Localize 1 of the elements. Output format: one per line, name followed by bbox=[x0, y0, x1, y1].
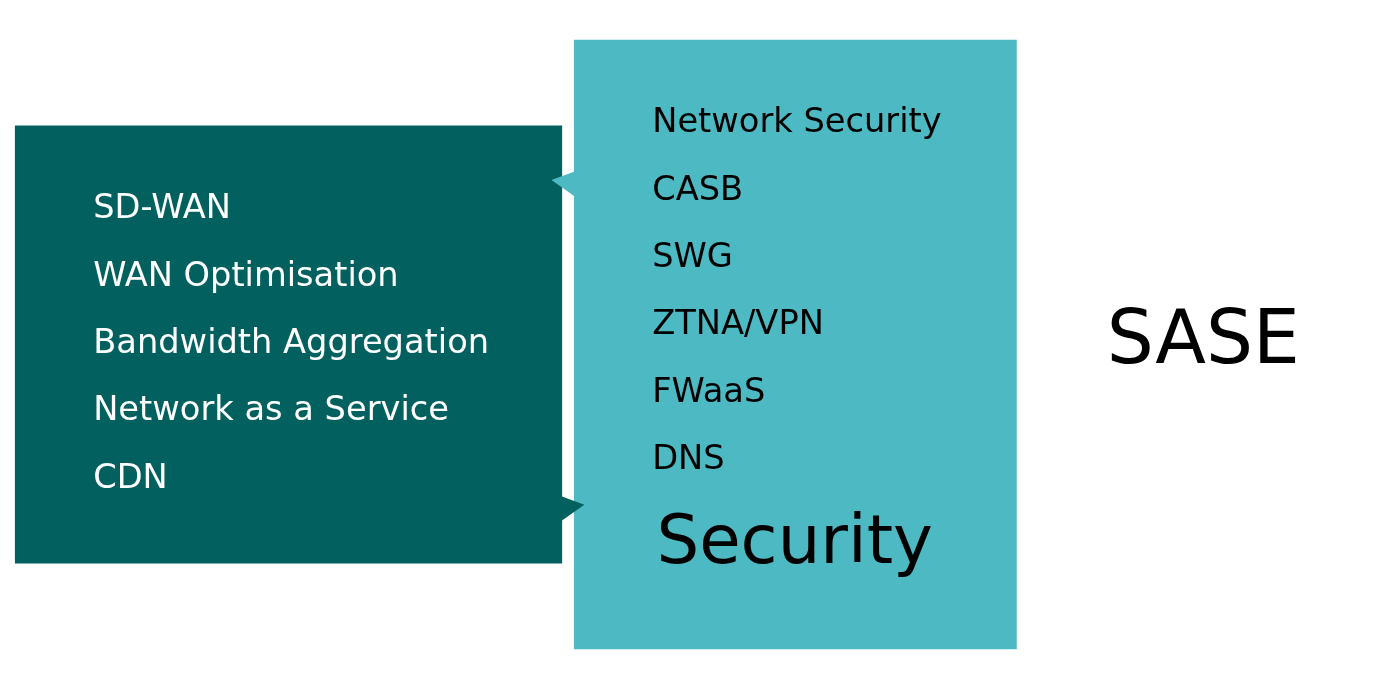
node-text: SASE bbox=[1106, 294, 1300, 381]
